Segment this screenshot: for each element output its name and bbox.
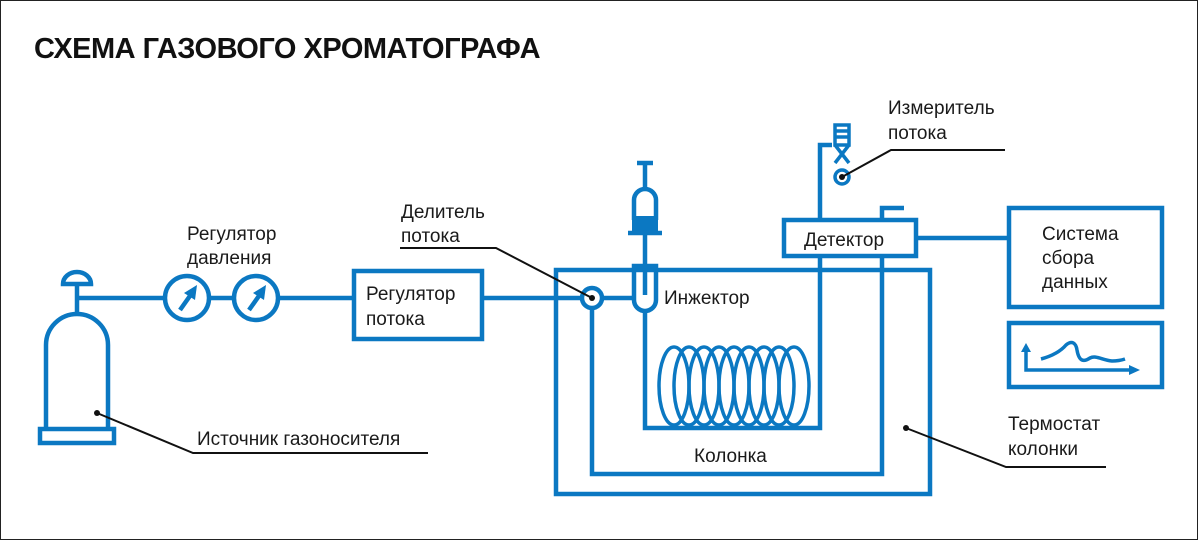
flow-meter-icon: [833, 123, 851, 186]
splitter-leader: [400, 247, 593, 299]
data-system-label-1: Система: [1042, 224, 1119, 245]
column-oven-box: [553, 267, 933, 497]
coil-loop: [762, 345, 796, 427]
diagram-title: СХЕМА ГАЗОВОГО ХРОМАТОГРАФА: [34, 33, 541, 65]
flow-regulator-box: [351, 268, 485, 342]
data-system-label-2: сбора: [1042, 248, 1095, 269]
coil-loop: [777, 345, 811, 427]
column-oven-label-2: колонки: [1008, 439, 1078, 460]
detector-vent: [879, 205, 904, 220]
chromatogram-display: [1006, 320, 1165, 390]
column-oven-label-1: Термостат: [1008, 414, 1100, 435]
flow-regulator-label-2: потока: [366, 309, 425, 330]
gas-cylinder-icon: [37, 269, 117, 446]
gas-source-leader: [96, 412, 428, 454]
pressure-regulator-label-2: давления: [187, 248, 271, 269]
flow-regulator-label-1: Регулятор: [366, 284, 455, 305]
flow-meter-label-2: потока: [888, 123, 947, 144]
injector-label: Инжектор: [664, 288, 750, 309]
gas-source-label: Источник газоносителя: [197, 429, 400, 450]
pressure-gauge-icon: [231, 273, 281, 323]
syringe-icon: [628, 160, 662, 295]
pressure-regulator-label-1: Регулятор: [187, 224, 276, 245]
column-pipe: [642, 254, 823, 431]
data-system-label-3: данных: [1042, 272, 1108, 293]
flow-meter-leader: [841, 149, 1005, 178]
flow-splitter-label-2: потока: [401, 226, 460, 247]
flow-splitter-label-1: Делитель: [401, 202, 485, 223]
column-coil-icon: [657, 345, 811, 427]
split-vent-pipe: [589, 254, 885, 477]
column-label: Колонка: [694, 446, 767, 467]
pressure-gauge-icon: [162, 273, 212, 323]
injector-icon: [631, 263, 659, 314]
data-system-box: [1006, 205, 1165, 310]
flow-meter-pipe: [817, 142, 832, 220]
chromatogram-icon: [1021, 340, 1140, 375]
detector-label: Детектор: [804, 230, 884, 251]
oven-leader: [905, 427, 1106, 468]
flow-meter-label-1: Измеритель: [888, 98, 995, 119]
